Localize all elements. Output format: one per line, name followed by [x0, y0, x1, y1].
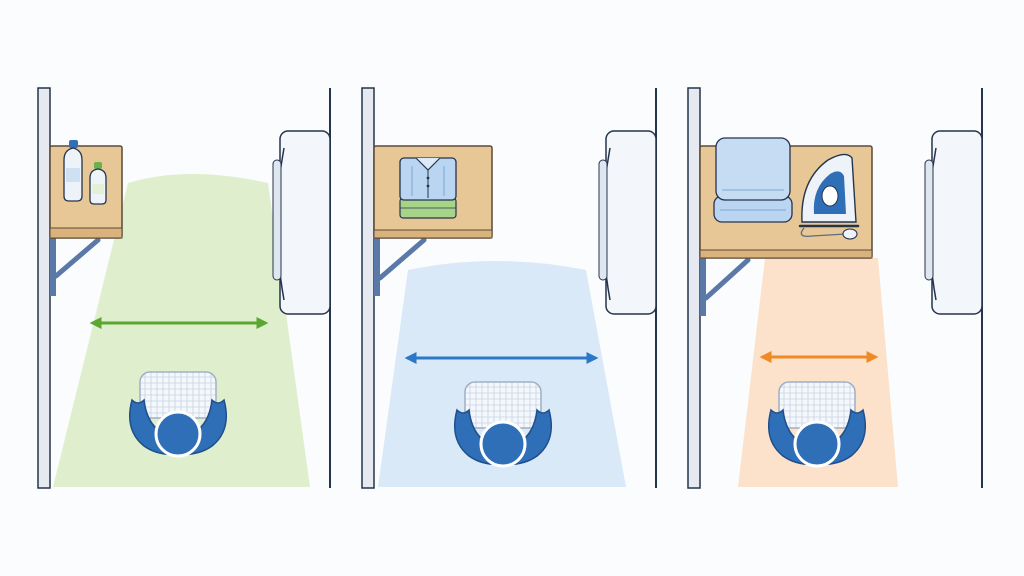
clearance-zone-2 [378, 261, 626, 487]
shelf-bracket-3 [700, 257, 751, 316]
shelf-bracket-2 [374, 237, 427, 296]
folded-shirts-icon [399, 157, 457, 219]
person-with-basket-3 [768, 381, 866, 468]
iron-icon [798, 153, 860, 240]
person-head-icon [479, 420, 527, 468]
folded-towels-icon [713, 137, 793, 223]
person-head-icon [154, 410, 202, 458]
washing-machine-2 [598, 130, 657, 315]
panel-3 [687, 87, 983, 489]
left-wall-1 [37, 87, 51, 489]
small-bottle-icon [89, 162, 107, 205]
iron-cord [800, 227, 847, 237]
shelf-1 [49, 145, 123, 239]
washing-machine-1 [272, 130, 331, 315]
panel-1 [37, 87, 331, 489]
panel-2 [361, 87, 657, 489]
person-with-basket-2 [454, 381, 552, 468]
left-wall-2 [361, 87, 375, 489]
person-head-icon [793, 420, 841, 468]
person-with-basket-1 [129, 371, 227, 458]
left-wall-3 [687, 87, 701, 489]
shelf-bracket-1 [50, 237, 101, 296]
washing-machine-3 [924, 130, 983, 315]
clearance-zone-1 [53, 174, 310, 487]
water-bottle-icon [63, 140, 83, 202]
